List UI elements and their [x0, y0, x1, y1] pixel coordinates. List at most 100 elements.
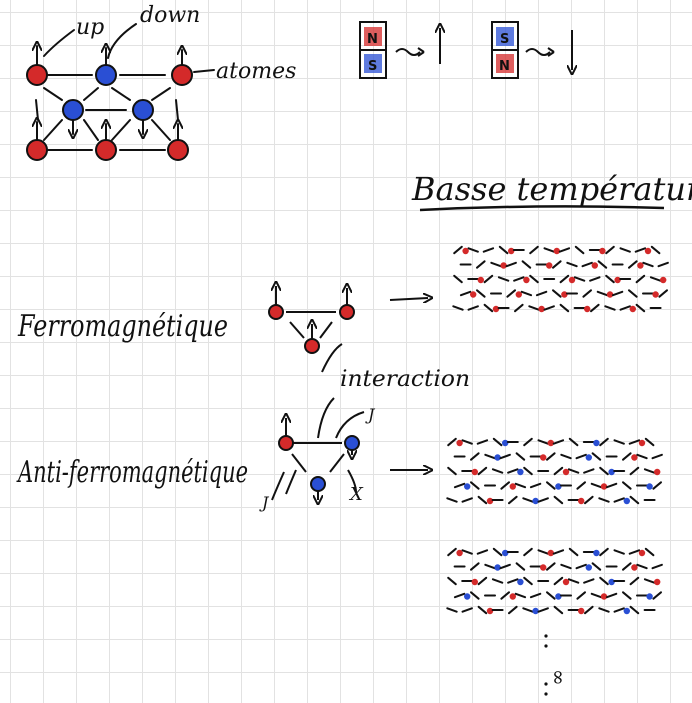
spin-up-dot: [562, 468, 570, 476]
lattice-bond: [605, 592, 618, 599]
lattice-bond: [619, 305, 631, 311]
lattice-bond: [528, 305, 540, 311]
spin-up-dot: [606, 291, 614, 298]
lattice-bond: [476, 260, 486, 269]
spin-up-dot: [638, 439, 646, 447]
lattice-bond: [514, 303, 524, 313]
spin-up-dot: [477, 276, 484, 284]
lattice-bond: [546, 481, 556, 490]
spin-up-dot: [547, 549, 554, 557]
lattice-bond: [491, 578, 504, 584]
lattice-bond: [470, 591, 480, 600]
lattice-bond: [576, 481, 586, 490]
spin-up-dot: [578, 497, 585, 505]
lattice-bond: [483, 303, 494, 313]
lattice-bond: [529, 274, 539, 284]
lattice-bond: [500, 481, 510, 490]
lattice-bond: [629, 576, 640, 586]
magnet-down-north: N: [499, 59, 510, 74]
spin-lattice-sketch: [36, 23, 215, 151]
lattice-bond: [591, 562, 602, 571]
label-antiferromagnetic: Anti-ferromagnétique: [16, 455, 248, 490]
lattice-bond: [622, 452, 632, 461]
lattice-bond: [599, 437, 609, 447]
spin-up-dot: [591, 262, 598, 269]
lattice-bond: [649, 276, 662, 282]
lattice-bond: [634, 247, 647, 253]
lattice-bond: [582, 289, 592, 298]
antiferro-triangle-atoms: [278, 435, 360, 492]
lattice-bond: [514, 592, 527, 599]
spin-down-dot: [555, 483, 562, 490]
lattice-bond: [523, 576, 533, 586]
lattice-bond: [560, 453, 572, 460]
lattice-bond: [619, 247, 631, 253]
lattice-bond: [537, 497, 549, 503]
spin-up-dot: [654, 578, 661, 586]
lattice-bond: [482, 247, 495, 253]
lattice-bond: [599, 547, 609, 557]
lattice-bond: [470, 481, 480, 490]
spin-lattice-atoms: [26, 64, 193, 161]
label-x-frustration: X: [348, 484, 364, 505]
spin-up-dot: [538, 305, 545, 313]
lattice-bond: [497, 276, 510, 282]
interaction-pointer: [321, 343, 343, 373]
magnet-up-south: S: [368, 59, 377, 74]
lattice-bond: [499, 563, 511, 570]
lattice-bond: [505, 261, 517, 268]
lattice-bond: [651, 563, 663, 570]
spin-up-dot: [652, 291, 659, 298]
label-down: down: [140, 3, 200, 28]
atom-red: [26, 64, 48, 86]
lattice-bond: [521, 260, 532, 269]
lattice-bond: [635, 303, 646, 313]
spin-up-dot: [553, 247, 560, 255]
lattice-bond: [513, 276, 525, 282]
antiferro-triangle: [271, 397, 428, 500]
lattice-bond: [622, 481, 632, 490]
lattice-ferromagnetic: [452, 245, 669, 313]
lattice-bond: [535, 290, 548, 297]
lattice-bond: [568, 437, 579, 447]
lattice-bond: [507, 578, 519, 584]
lattice-bond: [543, 247, 555, 253]
lattice-bond: [523, 466, 533, 476]
lattice-bond: [553, 576, 564, 586]
spin-down-dot: [646, 593, 653, 600]
magnet-up: [359, 21, 440, 79]
lattice-bond: [644, 547, 655, 557]
spin-up-dot: [600, 483, 608, 490]
spin-down-dot: [464, 593, 471, 600]
lattice-bond: [461, 549, 473, 555]
spin-up-dot: [561, 291, 568, 298]
spin-up-dot: [470, 291, 477, 298]
lattice-bond: [567, 468, 580, 474]
lattice-bond: [567, 578, 580, 584]
lattice-bond: [477, 495, 488, 505]
lattice-bond: [453, 274, 463, 284]
lattice-bond: [590, 303, 600, 313]
lattice-bond: [636, 453, 648, 460]
lattice-bond: [477, 576, 488, 586]
lattice-bond: [470, 452, 480, 461]
lattice-bond: [453, 592, 466, 599]
spin-up-dot: [638, 549, 646, 557]
lattice-bond: [477, 466, 488, 476]
spin-down-dot: [623, 497, 630, 505]
lattice-bond: [447, 547, 457, 557]
spin-up-dot: [500, 262, 507, 269]
lattice-bond: [461, 497, 473, 503]
lattice-bond: [552, 289, 562, 298]
lattice-bond: [643, 578, 656, 584]
lattice-bond: [537, 607, 549, 613]
spin-down-dot: [593, 439, 600, 447]
spin-up-dot: [547, 439, 554, 447]
lattice-bond: [467, 247, 479, 253]
lattice-bond: [529, 482, 542, 489]
lattice-bond: [583, 578, 595, 584]
spin-up-dot: [614, 276, 621, 284]
spin-down-dot: [532, 607, 539, 615]
title-underline: [419, 205, 665, 212]
lattice-bond: [537, 549, 549, 555]
